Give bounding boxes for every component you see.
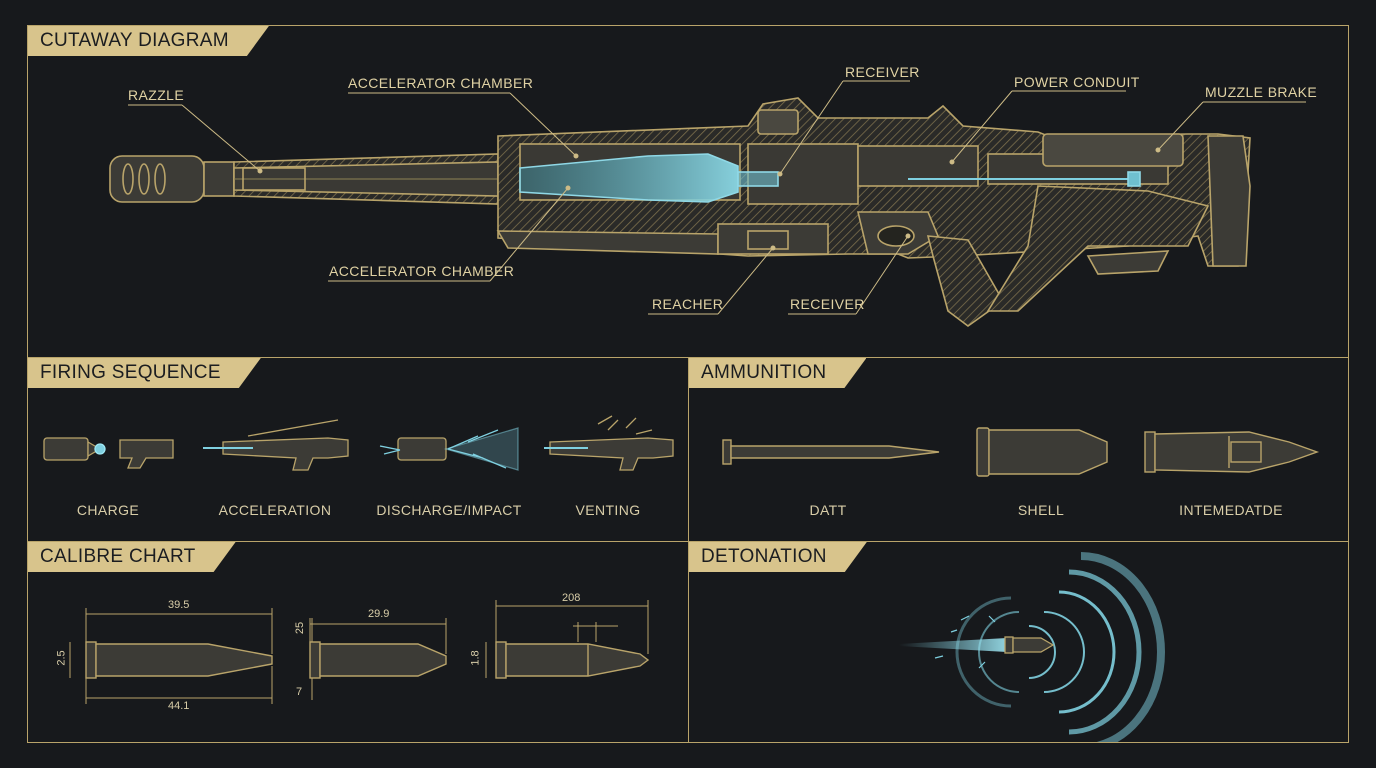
- calibre-1-top: 39.5: [168, 599, 190, 611]
- callout-muzzle-brake: MUZZLE BRAKE: [1205, 84, 1318, 100]
- calibre-2-side-bottom: 7: [296, 686, 303, 698]
- detonation-panel: DETONATION: [688, 541, 1349, 743]
- callout-accelerator-chamber-top: ACCELERATOR CHAMBER: [348, 75, 534, 91]
- barrel: [233, 153, 499, 205]
- callout-power-conduit: POWER CONDUIT: [1014, 74, 1140, 90]
- callout-accelerator-chamber-bottom: ACCELERATOR CHAMBER: [329, 263, 515, 279]
- cutaway-panel: CUTAWAY DIAGRAM: [27, 25, 1349, 358]
- dimension-lines: [69, 600, 649, 704]
- muzzle-device: [109, 155, 235, 203]
- dart-round-icon: [722, 439, 940, 465]
- debris-sparks: [934, 615, 996, 669]
- detonation-drawing: [899, 552, 1165, 742]
- shockwave-rings: [955, 552, 1165, 742]
- callout-razzle: RAZZLE: [128, 87, 185, 103]
- calibre-2-top: 29.9: [368, 608, 390, 620]
- ammo-label-intermediate: INTEMEDATDE: [1179, 502, 1283, 518]
- calibre-1-bottom: 44.1: [168, 700, 190, 712]
- callout-reacher: REACHER: [652, 296, 724, 312]
- stock: [986, 135, 1251, 312]
- grip-assembly: [856, 211, 1005, 327]
- intermediate-round-icon: [1144, 431, 1320, 473]
- calibre-2-side-top: 25: [294, 621, 307, 635]
- charge-icon: [43, 437, 174, 469]
- firing-sequence-panel: FIRING SEQUENCE: [27, 357, 689, 542]
- ammo-label-shell: SHELL: [1017, 502, 1065, 518]
- calibre-round-3: [495, 641, 650, 679]
- callout-leaders: [128, 80, 1306, 315]
- calibre-chart-title: CALIBRE CHART: [28, 542, 236, 572]
- detonation-title: DETONATION: [689, 542, 867, 572]
- firing-sequence-title: FIRING SEQUENCE: [28, 358, 261, 388]
- callout-receiver-bottom: RECEIVER: [790, 296, 865, 312]
- rifle-cutaway-drawing: [109, 80, 1306, 327]
- firing-sequence-drawing: [43, 415, 674, 471]
- step-label-acceleration: ACCELERATION: [218, 502, 332, 518]
- calibre-chart-panel: CALIBRE CHART: [27, 541, 689, 743]
- projectile-trail: [899, 638, 1007, 652]
- step-label-venting: VENTING: [575, 502, 641, 518]
- calibre-round-1: [85, 641, 273, 679]
- cutaway-title: CUTAWAY DIAGRAM: [28, 26, 269, 56]
- calibre-drawing: [69, 600, 650, 704]
- callout-receiver-top: RECEIVER: [845, 64, 920, 80]
- projectile-icon: [1004, 636, 1055, 654]
- calibre-3-top: 208: [562, 592, 581, 604]
- ammunition-drawing: [722, 427, 1320, 477]
- ammunition-title: AMMUNITION: [689, 358, 866, 388]
- shell-round-icon: [976, 427, 1108, 477]
- calibre-3-side: 1.8: [469, 650, 482, 666]
- discharge-icon: [379, 427, 519, 471]
- calibre-round-2: [309, 641, 447, 679]
- step-label-discharge: DISCHARGE/IMPACT: [376, 502, 522, 518]
- ammunition-panel: AMMUNITION DATT SHELL INTEMEDATDE: [688, 357, 1349, 542]
- venting-icon: [544, 415, 674, 471]
- calibre-1-side: 2.5: [55, 650, 68, 666]
- ammo-label-datt: DATT: [809, 502, 847, 518]
- acceleration-icon: [203, 419, 349, 471]
- step-label-charge: CHARGE: [76, 502, 140, 518]
